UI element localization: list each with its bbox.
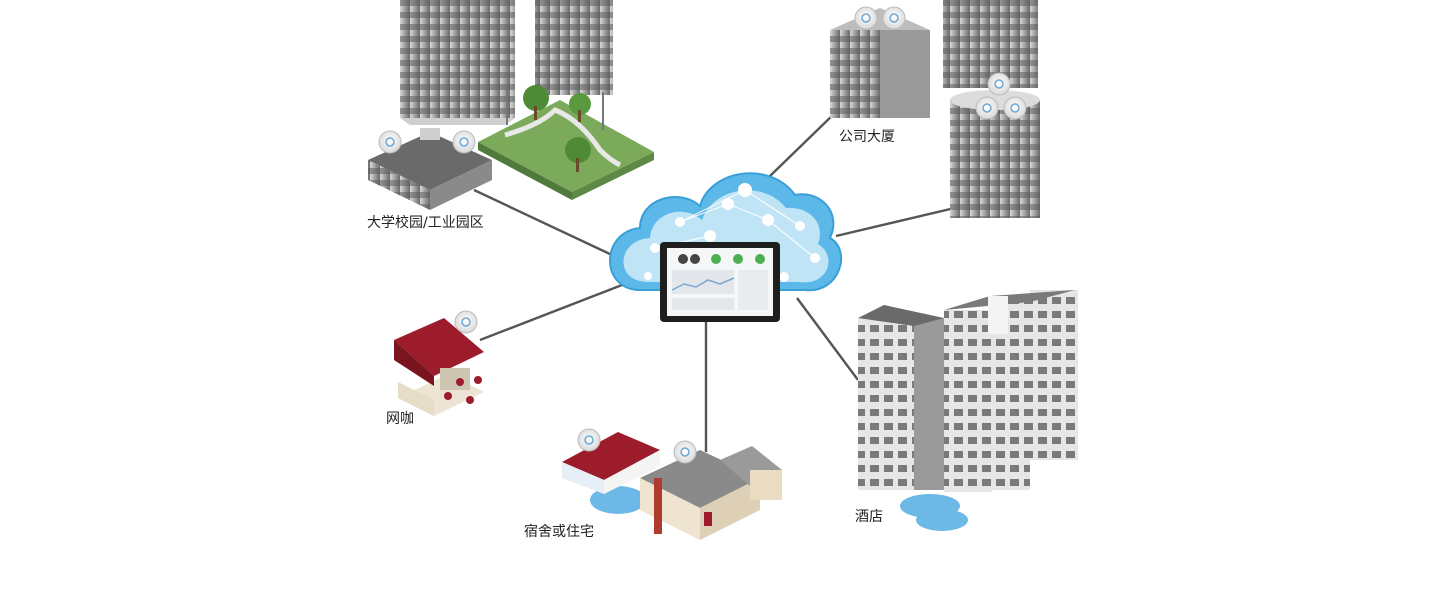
cafe-building (394, 310, 484, 416)
access-point-icon (975, 96, 999, 120)
park (478, 85, 654, 200)
campus-towers (400, 0, 613, 125)
line-office (769, 111, 837, 177)
campus-building (368, 128, 492, 210)
label-residence: 宿舍或住宅 (524, 523, 594, 540)
access-point-icon (673, 440, 697, 464)
label-hotel: 酒店 (855, 509, 883, 525)
line-cafe (479, 283, 623, 342)
tablet-icon (660, 242, 780, 322)
line-campus (473, 188, 613, 257)
access-point-icon (454, 310, 478, 334)
access-point-icon (378, 130, 402, 154)
right-towers (943, 0, 1040, 218)
label-office: 公司大厦 (839, 129, 895, 145)
residence-buildings (562, 428, 782, 540)
tree-icon (565, 137, 591, 172)
connection-lines (473, 111, 981, 452)
tree-icon (569, 93, 591, 122)
access-point-icon (1003, 96, 1027, 120)
label-cafe: 网咖 (386, 411, 414, 427)
access-point-icon (987, 72, 1011, 96)
office-building (830, 6, 930, 118)
tree-icon (523, 85, 549, 120)
access-point-icon (882, 6, 906, 30)
access-point-icon (854, 6, 878, 30)
label-campus: 大学校园/工业园区 (367, 214, 484, 231)
access-point-icon (577, 428, 601, 452)
hotel-buildings (858, 290, 1078, 531)
access-point-icon (452, 130, 476, 154)
line-hotel (796, 297, 859, 381)
